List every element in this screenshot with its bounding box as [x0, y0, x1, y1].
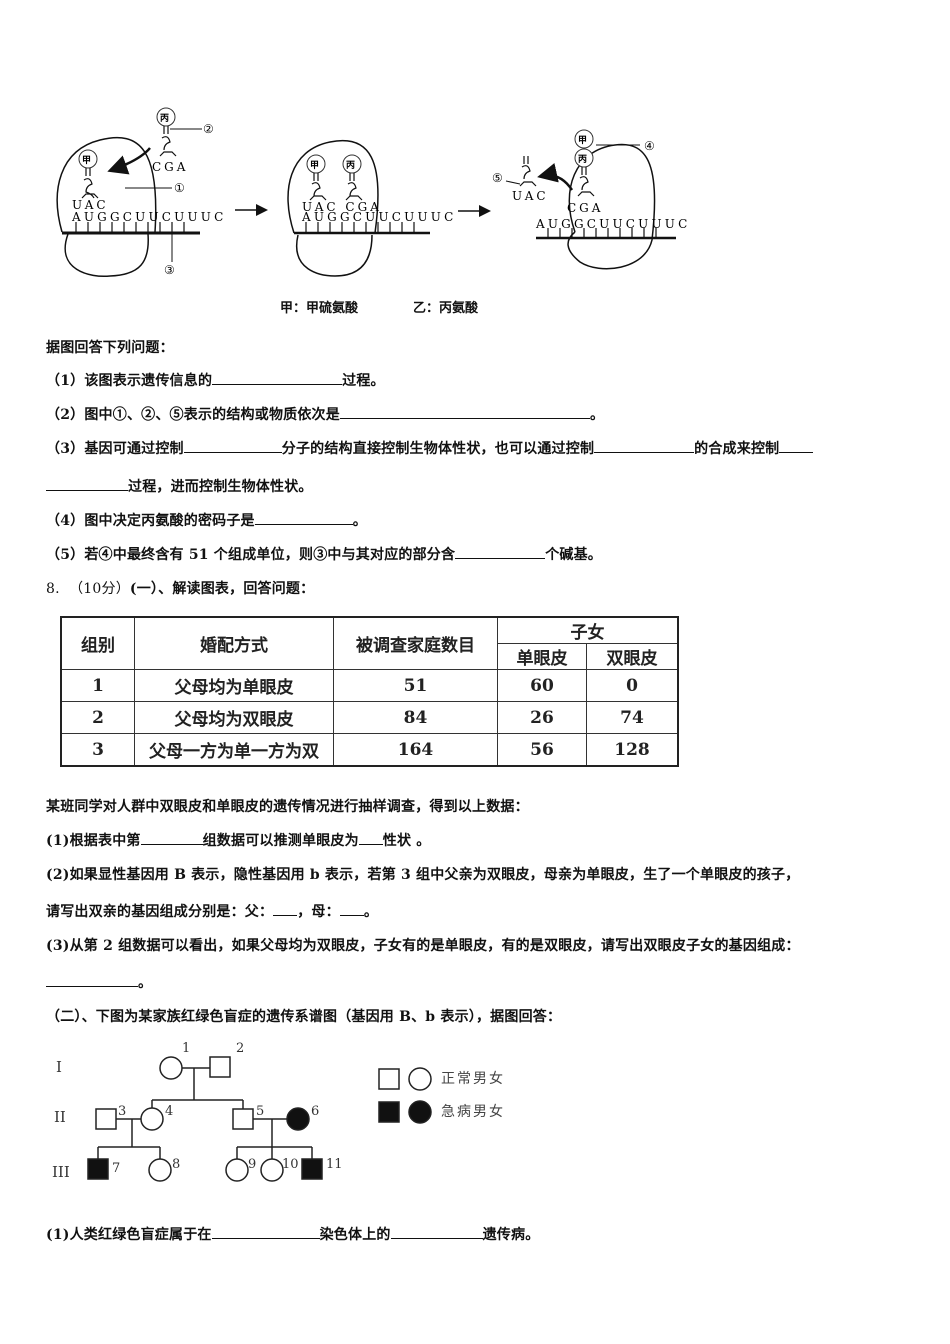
eyelid-survey-table: 组别 婚配方式 被调查家庭数目 子女 单眼皮 双眼皮 1 父母均为单眼皮 51 …	[60, 616, 679, 767]
q7-item-1: （1）该图表示遗传信息的过程。	[46, 370, 385, 390]
svg-text:1: 1	[182, 1041, 190, 1056]
svg-text:6: 6	[311, 1104, 319, 1119]
answer-blank[interactable]	[358, 830, 383, 845]
answer-blank[interactable]	[273, 901, 298, 916]
answer-blank[interactable]	[455, 544, 546, 559]
svg-text:AUGGCUUCUUUC: AUGGCUUCUUUC	[301, 210, 456, 224]
answer-blank[interactable]	[254, 510, 353, 525]
table-row: 2 父母均为双眼皮 84 26 74	[60, 701, 679, 734]
table-row: 1 父母均为单眼皮 51 60 0	[60, 669, 679, 702]
legend-normal: 正常男女	[441, 1071, 505, 1087]
q8-sub-2-cont: 请写出双亲的基因组成分别是：父：，母：。	[46, 901, 378, 921]
svg-text:⑤: ⑤	[492, 171, 503, 185]
svg-text:甲: 甲	[578, 135, 587, 146]
answer-blank[interactable]	[779, 438, 814, 453]
svg-text:AUGGCUUCUUUC: AUGGCUUCUUUC	[535, 217, 690, 231]
svg-text:8: 8	[172, 1157, 180, 1172]
svg-text:甲: 甲	[310, 160, 319, 171]
th-single: 单眼皮	[497, 643, 587, 670]
gen-II: II	[54, 1108, 66, 1126]
legend-yi: 乙：丙氨酸	[413, 301, 479, 316]
th-double: 双眼皮	[586, 643, 679, 670]
svg-text:甲: 甲	[82, 155, 91, 166]
answer-blank[interactable]	[339, 404, 590, 419]
svg-text:UAC: UAC	[72, 198, 109, 212]
svg-text:丙: 丙	[346, 160, 355, 171]
translation-diagram: AUGGCUUCUUUC UAC 甲 丙 CGA ② ① ③ AUGGCUUCU…	[56, 107, 690, 278]
svg-text:3: 3	[118, 1104, 126, 1119]
q8-sub-3-cont: 。	[46, 972, 152, 992]
answer-blank[interactable]	[211, 1224, 320, 1239]
th-marriage: 婚配方式	[134, 616, 334, 670]
legend-jia: 甲：甲硫氨酸	[280, 301, 359, 316]
q7-item-3: （3）基因可通过控制分子的结构直接控制生物体性状，也可以通过控制的合成来控制	[46, 438, 814, 458]
answer-blank[interactable]	[140, 830, 203, 845]
gen-I: I	[56, 1058, 62, 1076]
svg-text:11: 11	[326, 1157, 343, 1172]
q8-sub-2: (2)如果显性基因用 B 表示，隐性基因用 b 表示，若第 3 组中父亲为双眼皮…	[46, 867, 800, 883]
part2-heading: （二）、下图为某家族红绿色盲症的遗传系谱图（基因用 B、b 表示），据图回答：	[46, 1009, 562, 1025]
gen-III: III	[52, 1163, 70, 1181]
panel-1: AUGGCUUCUUUC UAC 甲 丙 CGA ② ① ③	[56, 107, 268, 278]
svg-text:丙: 丙	[578, 154, 587, 165]
q7-item-4: （4）图中决定丙氨酸的密码子是。	[46, 510, 367, 530]
q7-item-3-cont: 过程，进而控制生物体性状。	[46, 476, 313, 496]
svg-text:CGA: CGA	[152, 160, 188, 174]
q7-item-2: （2）图中①、②、⑤表示的结构或物质依次是。	[46, 404, 604, 424]
q7-item-5: （5）若④中最终含有 51 个组成单位，则③中与其对应的部分含个碱基。	[46, 544, 602, 564]
svg-text:7: 7	[112, 1161, 120, 1176]
svg-text:①: ①	[174, 181, 185, 195]
answer-blank[interactable]	[339, 901, 364, 916]
svg-text:5: 5	[256, 1104, 264, 1119]
svg-text:CGA: CGA	[567, 201, 603, 215]
svg-text:③: ③	[164, 263, 175, 277]
answer-blank[interactable]	[46, 972, 138, 987]
svg-text:UAC CGA: UAC CGA	[302, 200, 382, 214]
th-group: 组别	[60, 616, 135, 670]
svg-text:②: ②	[203, 122, 214, 136]
answer-blank[interactable]	[390, 1224, 483, 1239]
q8-header: 8. （10分）(一）、解读图表，回答问题：	[46, 581, 315, 597]
th-children: 子女	[497, 616, 679, 644]
th-families: 被调查家庭数目	[333, 616, 498, 670]
answer-blank[interactable]	[594, 438, 695, 453]
svg-text:4: 4	[165, 1104, 173, 1119]
q8-sub-3: (3)从第 2 组数据可以看出，如果父母均为双眼皮，子女有的是单眼皮，有的是双眼…	[46, 938, 800, 954]
survey-text: 某班同学对人群中双眼皮和单眼皮的遗传情况进行抽样调查，得到以上数据：	[46, 799, 529, 815]
svg-text:UAC: UAC	[512, 189, 549, 203]
svg-text:④: ④	[644, 139, 655, 153]
legend-affected: 急病男女	[441, 1104, 505, 1120]
answer-blank[interactable]	[212, 370, 343, 385]
answer-blank[interactable]	[183, 438, 282, 453]
panel-2: AUGGCUUCUUUC UAC CGA 甲 丙	[287, 140, 491, 277]
svg-text:丙: 丙	[160, 113, 169, 124]
q7-intro: 据图回答下列问题：	[46, 340, 174, 356]
answer-blank[interactable]	[46, 476, 128, 491]
svg-text:2: 2	[236, 1041, 244, 1056]
pedigree-chart: I II III 1 2 3 4 5 6 7 8 9 10 11	[52, 1041, 432, 1182]
panel-3: AUGGCUUCUUUC CGA UAC 甲 丙 ④ ⑤	[492, 129, 690, 270]
svg-text:AUGGCUUCUUUC: AUGGCUUCUUUC	[71, 210, 226, 224]
svg-text:9: 9	[248, 1157, 256, 1172]
q8-sub-1: (1)根据表中第组数据可以推测单眼皮为性状 。	[46, 830, 430, 850]
svg-text:10: 10	[282, 1157, 299, 1172]
table-row: 3 父母一方为单一方为双 164 56 128	[60, 733, 679, 767]
last-question: (1)人类红绿色盲症属于在染色体上的遗传病。	[46, 1224, 539, 1244]
